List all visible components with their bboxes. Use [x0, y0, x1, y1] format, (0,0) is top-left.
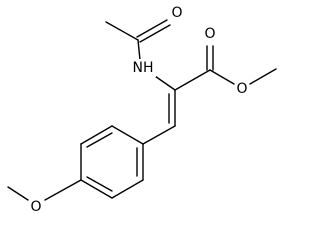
- ring-inner-bond-b: [86, 176, 113, 192]
- ring-bond-2: [80, 125, 113, 145]
- atom-label-o-ester: O: [236, 81, 247, 97]
- chemical-structure-diagram: O NH O O O: [7, 4, 277, 216]
- bond-acetyl-co-double-a: [136, 19, 168, 38]
- label-bg-o-acetyl: [170, 4, 184, 22]
- label-bg-o-methoxy: [29, 198, 43, 216]
- bond-cester-oester: [209, 69, 235, 85]
- ring-bond-5: [111, 179, 144, 199]
- ring-inner-bond-a: [86, 132, 113, 148]
- atom-label-o-methoxy: O: [30, 199, 41, 215]
- atom-label-nh: NH: [133, 60, 154, 76]
- bond-ring-omethoxy: [44, 179, 82, 201]
- bonds: [7, 19, 277, 201]
- bond-acetyl-c-n: [137, 39, 141, 61]
- ring-bond-4: [80, 179, 113, 199]
- bond-calpha-cester: [174, 69, 211, 91]
- label-bg-nh: [130, 59, 156, 77]
- bond-omethoxy-methyl: [7, 186, 29, 201]
- label-bg-o-ester: [235, 80, 249, 98]
- label-bg-o-carbonyl: [203, 25, 217, 43]
- atom-labels: O NH O O O: [29, 4, 249, 216]
- ring-bond-1: [111, 125, 144, 145]
- atom-label-o-acetyl: O: [171, 5, 182, 21]
- bond-oester-methyl: [249, 68, 277, 85]
- bond-acetyl-methyl: [105, 21, 139, 41]
- bond-acetyl-co-double-b: [139, 24, 171, 43]
- bond-cbeta-ring: [142, 125, 176, 145]
- atom-label-o-carbonyl: O: [204, 26, 215, 42]
